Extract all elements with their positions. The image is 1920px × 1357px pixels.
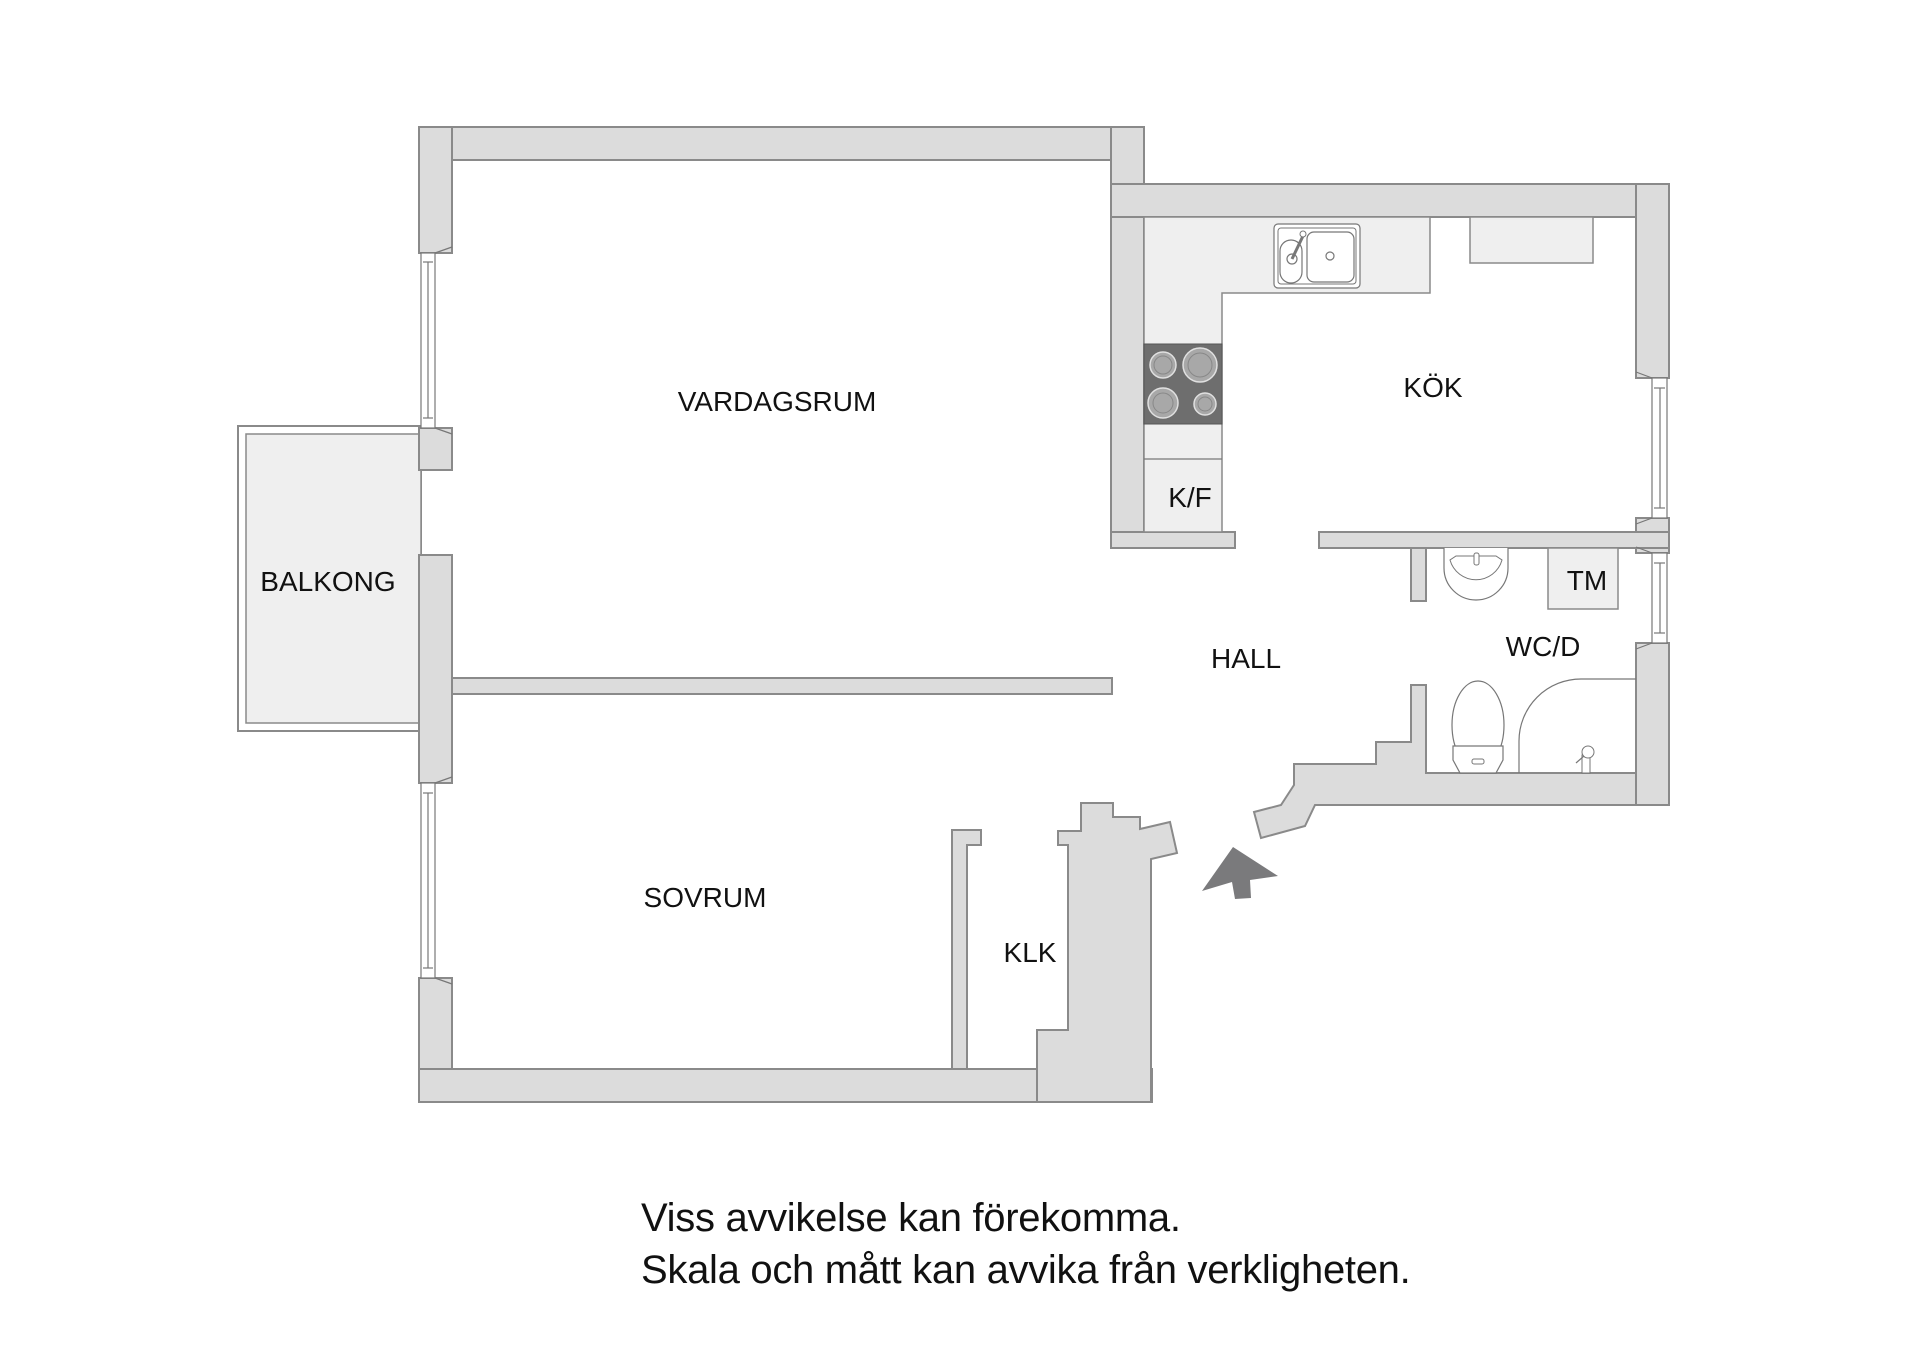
balcony bbox=[237, 425, 422, 732]
label-klk: KLK bbox=[1004, 937, 1057, 968]
shower-icon bbox=[1518, 678, 1636, 774]
label-kf: K/F bbox=[1168, 482, 1212, 513]
sink-icon bbox=[1273, 223, 1361, 289]
washing-machine-box bbox=[1547, 547, 1619, 610]
window-kitchen bbox=[1635, 371, 1668, 525]
washbasin-icon bbox=[1443, 548, 1509, 601]
entrance-arrow-icon bbox=[1202, 847, 1278, 899]
label-sovrum: SOVRUM bbox=[644, 882, 767, 913]
label-wcd: WC/D bbox=[1506, 631, 1581, 662]
kitchen-counter bbox=[1143, 216, 1594, 533]
window-bathroom bbox=[1635, 546, 1668, 650]
walls bbox=[418, 126, 1670, 1103]
label-vardagsrum: VARDAGSRUM bbox=[678, 386, 877, 417]
label-balkong: BALKONG bbox=[260, 566, 395, 597]
disclaimer-line-1: Viss avvikelse kan förekomma. bbox=[641, 1196, 1181, 1240]
toilet-icon bbox=[1451, 680, 1505, 774]
stove-icon bbox=[1143, 343, 1223, 425]
room-labels: VARDAGSRUM KÖK K/F BALKONG HALL WC/D TM … bbox=[260, 372, 1607, 968]
label-tm: TM bbox=[1567, 565, 1607, 596]
label-hall: HALL bbox=[1211, 643, 1281, 674]
window-living-room bbox=[420, 246, 453, 435]
window-bedroom bbox=[420, 776, 453, 985]
disclaimer-line-2: Skala och mått kan avvika från verklighe… bbox=[641, 1248, 1411, 1292]
label-kok: KÖK bbox=[1403, 372, 1462, 403]
